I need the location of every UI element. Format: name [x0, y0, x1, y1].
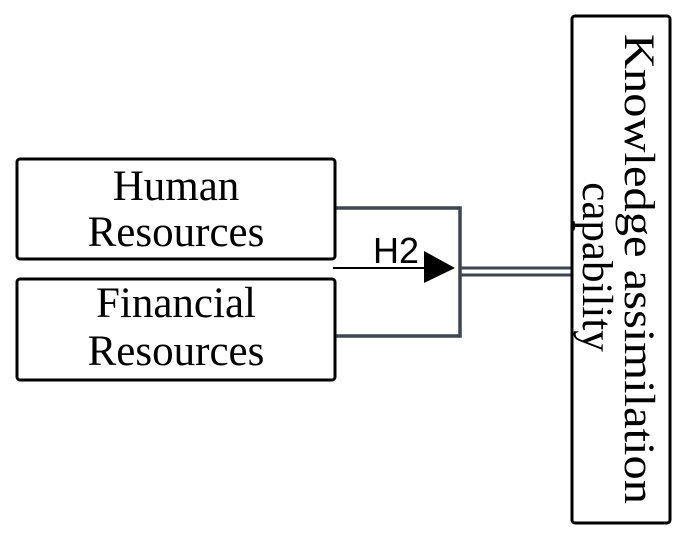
h2-label: H2	[373, 230, 419, 271]
human-resources-label-line1: Human	[113, 163, 240, 210]
h2-arrow-head	[424, 251, 455, 283]
financial-resources-label-line1: Financial	[96, 280, 256, 327]
knowledge-assimilation-label-group: Knowledge assimilation capability	[573, 34, 662, 504]
knowledge-assimilation-label-line1: Knowledge assimilation	[615, 34, 662, 504]
knowledge-assimilation-box	[570, 14, 672, 525]
human-resources-box	[15, 157, 337, 261]
human-resources-label-line2: Resources	[88, 209, 265, 256]
knowledge-assimilation-label-line2: capability	[573, 182, 620, 352]
financial-resources-box	[15, 277, 337, 382]
bracket-connector	[335, 206, 462, 338]
financial-resources-label-line2: Resources	[88, 328, 265, 375]
